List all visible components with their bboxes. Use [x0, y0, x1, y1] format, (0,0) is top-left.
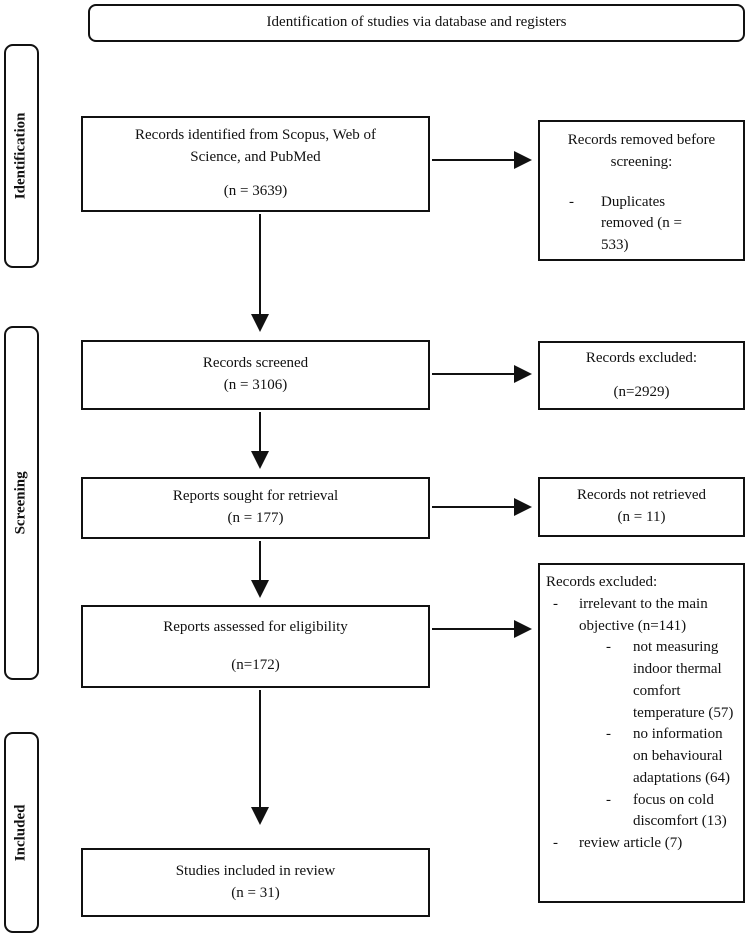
bullet-item: - irrelevant to the main objective (n=14… — [546, 594, 739, 638]
bullet-dash: - — [569, 193, 574, 210]
box-count: (n = 3106) — [223, 377, 288, 393]
box-records-identified: Records identified from Scopus, Web of S… — [81, 116, 430, 212]
bullet-dash: - — [553, 595, 558, 612]
stage-label-text: Screening — [12, 471, 29, 535]
bullet-dash: - — [606, 639, 611, 656]
bullet-dash: - — [553, 835, 558, 851]
bullet-dash: - — [606, 726, 611, 743]
box-count: (n = 11) — [617, 509, 666, 525]
stage-label-included: Included — [4, 732, 39, 933]
side-box-heading: Records excluded: — [585, 349, 698, 366]
box-count: (n = 3639) — [223, 183, 288, 200]
box-reports-assessed: Reports assessed for eligibility (n=172) — [81, 605, 430, 688]
box-records-excluded-eligibility: Records excluded: - irrelevant to the ma… — [538, 563, 745, 903]
bullet-item: - not measuring indoor thermal comfort t… — [546, 637, 739, 724]
box-reports-sought: Reports sought for retrieval (n = 177) — [81, 477, 430, 539]
stage-label-identification: Identification — [4, 44, 39, 268]
box-text: Reports sought for retrieval — [172, 488, 339, 505]
box-count: (n = 31) — [231, 884, 280, 901]
diagram-title-box: Identification of studies via database a… — [88, 4, 745, 42]
box-text: Records identified from Scopus, Web of S… — [135, 126, 376, 165]
side-box-heading: Records excluded: — [546, 574, 658, 590]
box-count: (n = 177) — [227, 510, 284, 526]
box-text: Reports assessed for eligibility — [163, 618, 348, 635]
box-text: Records screened — [202, 355, 309, 372]
bullet-item: - Duplicates removed (n = 533) — [544, 192, 739, 257]
bullet-text: review article (7) — [579, 835, 683, 851]
stage-label-text: Identification — [12, 112, 29, 200]
box-records-not-retrieved: Records not retrieved (n = 11) — [538, 477, 745, 537]
side-box-heading: Records removed before screening: — [567, 132, 716, 170]
bullet-text: not measuring indoor thermal comfort tem… — [633, 639, 734, 721]
box-records-screened: Records screened (n = 3106) — [81, 340, 430, 410]
bullet-text: Duplicates removed (n = 533) — [601, 193, 682, 254]
bullet-item: - review article (7) — [546, 833, 739, 855]
box-count: (n=172) — [231, 656, 280, 673]
bullet-text: irrelevant to the main objective (n=141) — [579, 595, 708, 634]
bullet-item: - no information on behavioural adaptati… — [546, 724, 739, 789]
stage-label-screening: Screening — [4, 326, 39, 680]
side-box-heading: Records not retrieved — [576, 487, 707, 504]
box-studies-included: Studies included in review (n = 31) — [81, 848, 430, 917]
bullet-text: no information on behavioural adaptation… — [633, 726, 731, 786]
diagram-title: Identification of studies via database a… — [266, 14, 567, 31]
bullet-item: - focus on cold discomfort (13) — [546, 790, 739, 834]
box-text: Studies included in review — [175, 862, 336, 879]
box-records-removed-before-screening: Records removed before screening: - Dupl… — [538, 120, 745, 261]
bullet-dash: - — [606, 791, 611, 808]
box-records-excluded-screening: Records excluded: (n=2929) — [538, 341, 745, 410]
bullet-text: focus on cold discomfort (13) — [633, 791, 727, 830]
stage-label-text: Included — [12, 804, 29, 861]
box-count: (n=2929) — [613, 383, 670, 400]
